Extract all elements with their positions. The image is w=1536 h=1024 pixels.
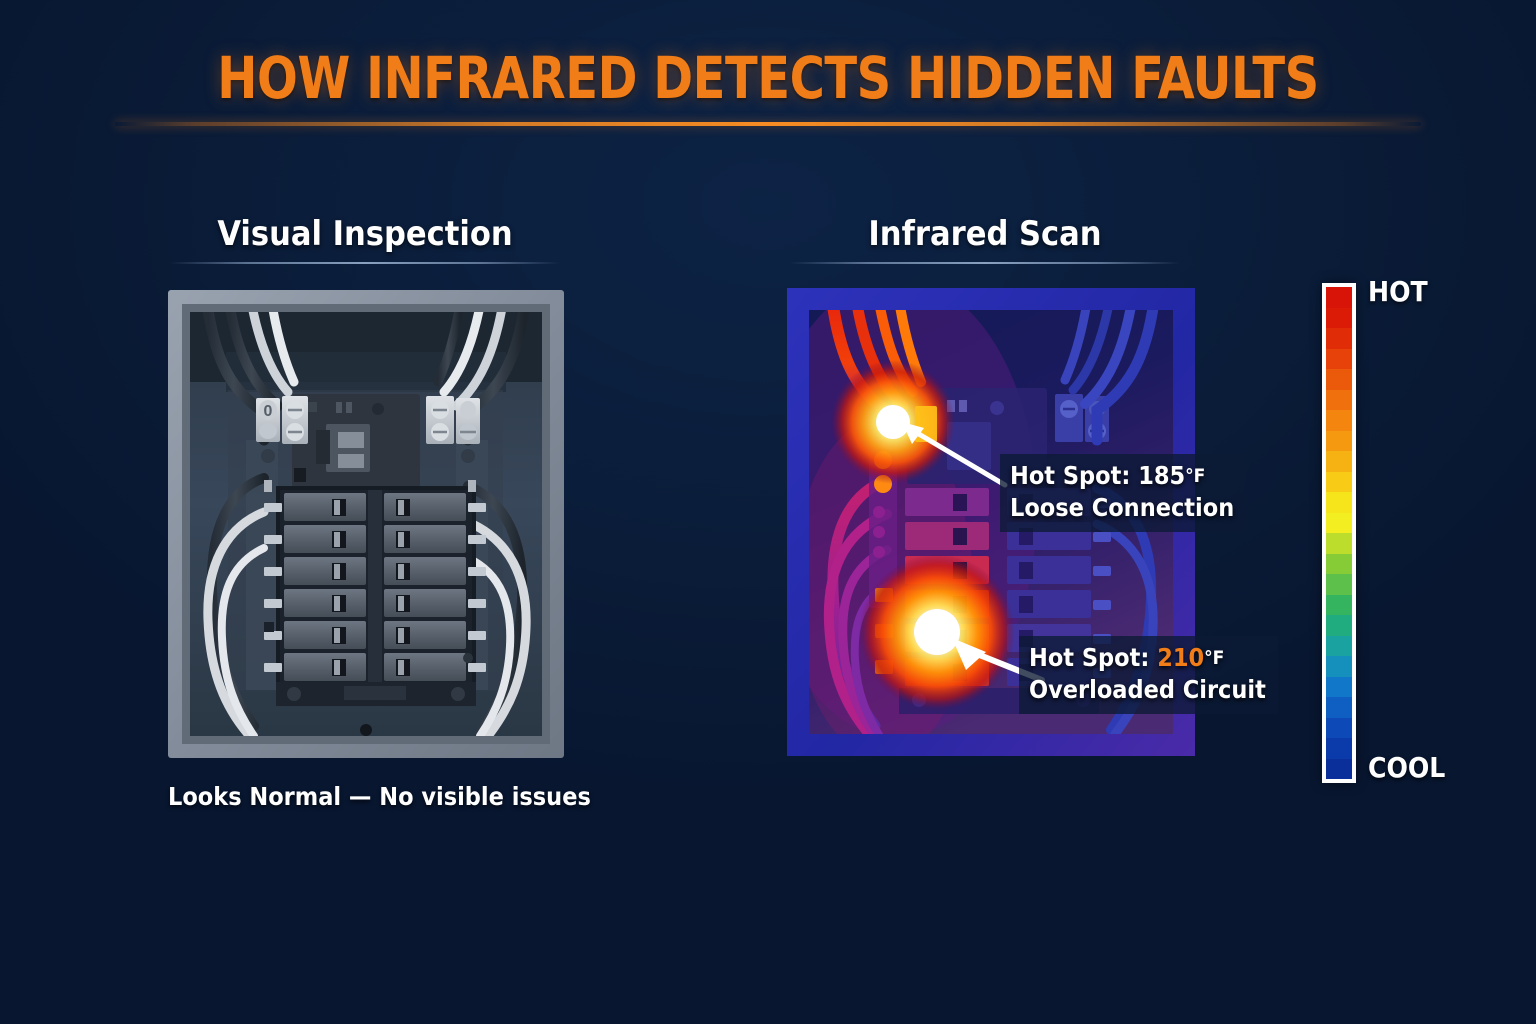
legend-band (1326, 594, 1352, 615)
legend-band (1326, 287, 1352, 308)
legend-band (1326, 369, 1352, 390)
hotspot-annotation-2-line1: Hot Spot: 210°F (1029, 642, 1266, 674)
legend-band (1326, 430, 1352, 451)
hotspot-1-unit: °F (1185, 465, 1206, 487)
page-title: HOW INFRARED DETECTS HIDDEN FAULTS (217, 44, 1319, 112)
legend-label-hot: HOT (1368, 275, 1428, 308)
legend-band (1326, 451, 1352, 472)
legend-band (1326, 512, 1352, 533)
column-heading-visual: Visual Inspection (217, 214, 513, 254)
title-underline-rule (115, 122, 1421, 126)
hotspot-1-detail: Loose Connection (1010, 493, 1235, 522)
legend-band (1326, 738, 1352, 759)
legend-band (1326, 758, 1352, 779)
legend-band (1326, 676, 1352, 697)
hotspot-2-value: 210 (1157, 643, 1205, 672)
legend-band (1326, 635, 1352, 656)
legend-band (1326, 717, 1352, 738)
legend-band (1326, 410, 1352, 431)
legend-band (1326, 348, 1352, 369)
column-heading-rule-right (790, 262, 1180, 264)
hotspot-2-unit: °F (1204, 647, 1225, 669)
legend-label-cool: COOL (1368, 751, 1446, 784)
visual-inspection-caption: Looks Normal — No visible issues (168, 782, 591, 811)
legend-band (1326, 574, 1352, 595)
hotspot-2-prefix: Hot Spot: (1029, 643, 1158, 672)
legend-band (1326, 615, 1352, 636)
hotspot-annotation-2: Hot Spot: 210°F Overloaded Circuit (1019, 636, 1278, 714)
legend-band (1326, 697, 1352, 718)
column-heading-rule-left (170, 262, 560, 264)
temperature-color-bar (1322, 283, 1356, 783)
hotspot-1-value: 185 (1138, 461, 1186, 490)
legend-band (1326, 656, 1352, 677)
visual-inspection-panel-image: 0 (168, 290, 564, 758)
legend-band (1326, 307, 1352, 328)
hotspot-annotation-1: Hot Spot: 185°F Loose Connection (1000, 454, 1247, 532)
hotspot-2-detail: Overloaded Circuit (1029, 675, 1266, 704)
legend-band (1326, 492, 1352, 513)
column-heading-infrared: Infrared Scan (868, 214, 1102, 254)
svg-text:0: 0 (264, 403, 273, 420)
hotspot-1-prefix: Hot Spot: (1010, 461, 1139, 490)
legend-band (1326, 471, 1352, 492)
hotspot-annotation-1-line1: Hot Spot: 185°F (1010, 460, 1234, 492)
legend-band (1326, 533, 1352, 554)
temperature-legend: HOT COOL (1322, 275, 1472, 784)
legend-band (1326, 389, 1352, 410)
legend-band (1326, 553, 1352, 574)
legend-band (1326, 328, 1352, 349)
